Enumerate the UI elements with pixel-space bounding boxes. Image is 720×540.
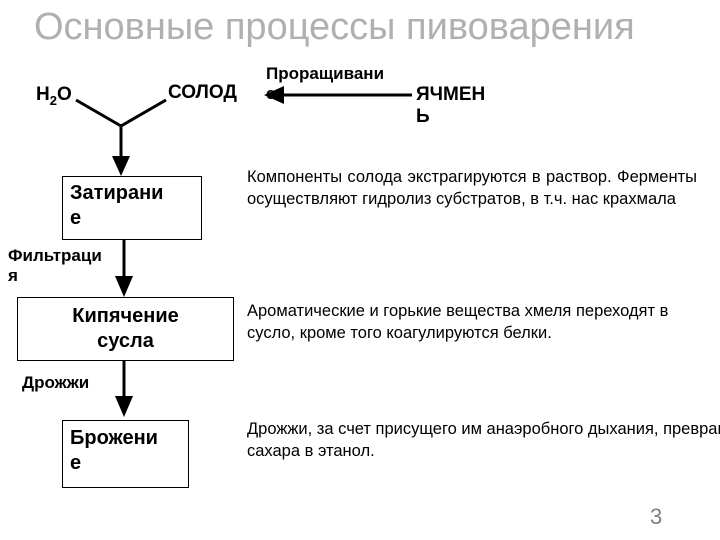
barley-label: ЯЧМЕН Ь — [416, 84, 486, 127]
germination-label: Проращивани е — [266, 64, 385, 103]
fermentation-description: Дрожжи, за счет присущего им анаэробного… — [247, 420, 720, 460]
malt-label: СОЛОД — [168, 82, 237, 103]
boiling-box: Кипячение сусла — [17, 297, 234, 361]
boiling-description: Ароматические и горькие вещества хмеля п… — [247, 302, 669, 342]
mashing-box: Затирани е — [62, 176, 202, 240]
fermentation-box: Брожени е — [62, 420, 189, 488]
slide-number: 3 — [650, 504, 663, 529]
water-label: H2O — [36, 84, 72, 108]
h2o-connector-line — [75, 98, 122, 128]
yeast-arrowhead — [115, 396, 133, 417]
germination-arrowhead — [264, 86, 284, 104]
malt-connector-line — [120, 98, 167, 128]
mashing-description: Компоненты солода экстрагируются в раств… — [247, 168, 697, 208]
filtration-label: Фильтраци я — [8, 246, 102, 285]
to-mashing-arrowhead — [112, 156, 130, 176]
yeast-label: Дрожжи — [22, 373, 90, 392]
filtration-arrowhead — [115, 276, 133, 297]
slide-title: Основные процессы пивоварения — [34, 6, 635, 48]
